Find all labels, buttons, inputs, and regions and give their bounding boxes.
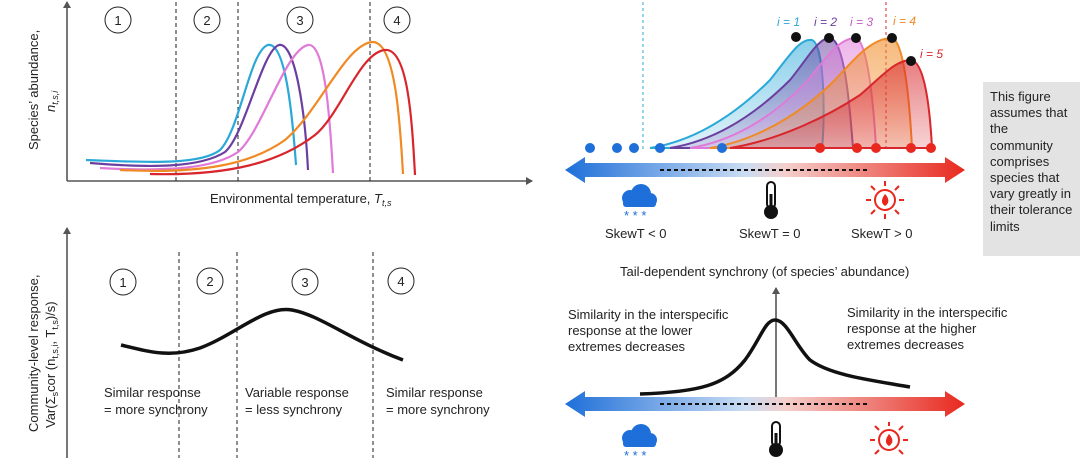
snow-cloud-icon: * * * [622,184,657,223]
y-axis-label: Community-level response, Var(Σscor (nt,… [26,274,60,432]
svg-text:* * *: * * * [624,448,646,460]
left-text-line: Similarity in the interspecific [568,307,729,322]
zone-label: 4 [393,13,400,28]
species-curve-3 [99,43,335,174]
thermometer-icon [764,181,778,219]
svg-text:Var(Σscor (nt,s,i, Tt,s)/s): Var(Σscor (nt,s,i, Tt,s)/s) [43,301,60,428]
caption-line: = more synchrony [386,402,490,417]
skew-distribution-panel: i = 1 i = 2 i = 3 i = 4 i = 5 [565,2,965,241]
y-axis-label: Species’ abundance, nt,s,i [26,30,60,150]
species-fill-5 [729,58,934,149]
panel-title: Tail-dependent synchrony (of species’ ab… [620,264,909,279]
species-curve-2 [89,43,310,171]
left-text-line: extremes decreases [568,339,686,354]
caption-line: Similar response [386,385,483,400]
zone-dividers [178,252,374,458]
species-label-1: i = 1 [777,15,800,29]
zone-label: 3 [296,13,303,28]
svg-text:Community-level response,: Community-level response, [26,274,41,432]
skew-label-positive: SkewT > 0 [851,226,913,241]
right-text-line: extremes decreases [847,337,965,352]
sun-fire-icon [866,181,904,219]
svg-text:* * *: * * * [624,208,646,223]
snow-cloud-icon: * * * [622,424,657,460]
tail-synchrony-panel: Tail-dependent synchrony (of species’ ab… [565,264,1008,460]
left-text-line: response at the lower [568,323,693,338]
species-label-5: i = 5 [920,47,943,61]
species-curve-4 [119,40,405,175]
caption-line: Variable response [245,385,349,400]
species-curve-5 [149,48,417,176]
species-label-2: i = 2 [814,15,837,29]
sun-fire-icon [870,422,908,455]
zone-label: 1 [114,13,121,28]
species-distribution-dots [585,143,936,153]
peak-markers [791,32,916,66]
temperature-gradient-arrow [565,391,965,417]
right-text-line: response at the higher [847,321,977,336]
species-curves [85,40,417,176]
zone-label: 3 [301,275,308,290]
right-text-line: Similarity in the interspecific [847,305,1008,320]
zone-markers: 1 2 3 4 [104,6,411,34]
zone-label: 4 [397,274,404,289]
svg-text:Species’ abundance,: Species’ abundance, [26,30,41,150]
svg-text:nt,s,i: nt,s,i [43,90,60,112]
skew-label-zero: SkewT = 0 [739,226,801,241]
species-label-3: i = 3 [850,15,873,29]
caption-line: Similar response [104,385,201,400]
x-axis-label: Environmental temperature, Tt,s [210,191,392,208]
species-fill-curves [649,36,934,149]
zone-label: 2 [206,274,213,289]
zone-markers: 1 2 3 4 [109,267,415,296]
assumption-note: This figure assumes that the community c… [983,82,1080,256]
zone-label: 2 [203,13,210,28]
species-abundance-panel: 1 2 3 4 Environmental temperature, Tt,s … [26,1,533,208]
caption-line: = more synchrony [104,402,208,417]
synchrony-curve [639,318,911,396]
caption-line: = less synchrony [245,402,343,417]
skew-label-negative: SkewT < 0 [605,226,667,241]
zone-label: 1 [119,275,126,290]
community-response-curve [120,307,404,362]
species-curve-1 [85,43,298,166]
thermometer-icon [769,421,783,457]
temperature-gradient-arrow [565,157,965,183]
community-response-panel: 1 2 3 4 Similar response = more synchron… [26,227,490,458]
species-label-4: i = 4 [893,14,916,28]
